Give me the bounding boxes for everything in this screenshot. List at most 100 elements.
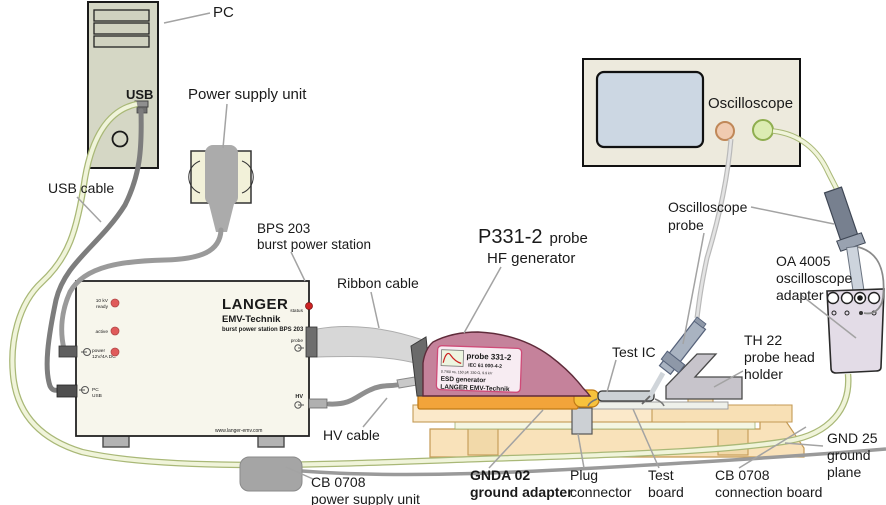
led-ready-label2: ready (96, 304, 109, 310)
oa4005-adapter (826, 288, 885, 374)
pc-tower (87, 1, 159, 169)
ic-pin (587, 398, 598, 407)
active-led (110, 326, 120, 336)
label-test-board-2: board (648, 484, 684, 500)
label-p331-model: P331-2 (478, 226, 543, 248)
ground-cable (9, 100, 852, 469)
probe-port-label: probe (291, 338, 304, 344)
test-ic-chip (597, 390, 655, 402)
oscilloscope-screen (595, 70, 705, 149)
scope-channel2-connector (752, 119, 774, 141)
bps203-unit: LANGER EMV-Technik burst power station B… (75, 280, 313, 448)
label-cb0708-psu-2: power supply unit (311, 491, 420, 505)
bps203-brand-sub: EMV-Technik (222, 314, 281, 325)
scope-channel1-connector (715, 121, 735, 141)
label-th22-3: holder (744, 366, 783, 382)
label-gnda02-1: GNDA 02 (470, 467, 530, 483)
socket-arc (188, 160, 201, 194)
plug-body (205, 145, 238, 205)
ribbon-port-connector (305, 326, 318, 358)
oscilloscope-probe-right-body (823, 186, 859, 241)
label-oa4005-1: OA 4005 (776, 253, 831, 269)
label-usb-port: USB (126, 87, 153, 102)
probe-label-line2: IEC 61 000-4-2 (468, 363, 502, 370)
label-plug-1: Plug (570, 467, 598, 483)
probe-label-line3: ESD generator (440, 376, 486, 385)
hv-port-label: HV (295, 394, 303, 400)
base-foot (467, 428, 499, 456)
status-led (305, 302, 313, 310)
label-th22-1: TH 22 (744, 332, 782, 348)
label-cb0708-board-1: CB 0708 (715, 467, 770, 483)
power-port-label2: 12V/4A DC (92, 354, 116, 360)
label-gnd25-1: GND 25 (827, 430, 878, 446)
pc-drive-bay (93, 35, 150, 48)
ribbon-cable (316, 325, 424, 366)
probe-label-specs: 0.7/60 ns, 150 pF, 330 Ω, 9.9 kV (441, 370, 493, 376)
adapter-test-point (831, 310, 837, 316)
pc-usb-port-label: PC (92, 387, 99, 393)
usb-cable-connector (56, 384, 78, 398)
power-port-label: power (92, 348, 105, 354)
adapter-connector (826, 291, 840, 305)
power-supply-unit (188, 145, 254, 232)
led-active-label: active (95, 329, 108, 335)
label-th22-2: probe head (744, 349, 815, 365)
label-gnda02-2: ground adapter (470, 484, 573, 500)
hv-cable (326, 381, 405, 407)
label-cb0708-psu-1: CB 0708 (311, 474, 366, 490)
socket-arc (241, 160, 254, 194)
probe-collar (660, 350, 686, 374)
ready-led (110, 298, 120, 308)
probe-top-cap (693, 316, 707, 329)
cables-left (44, 108, 224, 398)
probe-needle (641, 395, 651, 405)
usb-cable (44, 108, 144, 393)
label-usb-cable: USB cable (48, 180, 114, 196)
label-plug-2: connector (570, 484, 632, 500)
label-bps203-title: BPS 203 (257, 221, 310, 236)
label-oa4005-2: oscilloscope (776, 270, 852, 286)
adapter-test-point (844, 310, 850, 316)
label-power-supply-unit: Power supply unit (188, 86, 307, 103)
p331-probe: probe 331-2 IEC 61 000-4-2 0.7/60 ns, 15… (410, 331, 592, 397)
pulse-curve (442, 352, 462, 364)
label-cb0708-board-2: connection board (715, 484, 822, 500)
power-led (110, 347, 120, 357)
adapter-connector (840, 291, 854, 305)
bps203-brand: LANGER (222, 296, 288, 313)
probe-label-line1: probe 331-2 (466, 352, 512, 363)
plug-connector (571, 407, 593, 435)
label-p331-line2: HF generator (487, 250, 575, 267)
label-p331-type: probe (550, 230, 588, 247)
label-ribbon-cable: Ribbon cable (337, 275, 419, 291)
pc-drive-bay (93, 9, 150, 22)
probe-label-plate: probe 331-2 IEC 61 000-4-2 0.7/60 ns, 15… (435, 345, 523, 393)
label-osc-probe-1: Oscilloscope (668, 199, 748, 215)
th22-probe-head-holder (665, 353, 743, 400)
pc-drive-bay (93, 22, 150, 35)
probe-label-line4: LANGER EMV-Technik (440, 384, 510, 393)
led-ready-label: 10 kV (96, 298, 109, 304)
ic-pin (654, 398, 665, 407)
probe-right-collar (836, 232, 866, 252)
label-oa4005-3: adapter (776, 287, 824, 303)
label-test-board-1: Test (648, 467, 674, 483)
ground-cable-core (10, 102, 851, 467)
bps203-website: www.langer-emv.com (215, 428, 262, 434)
adapter-ground-wire (857, 246, 885, 315)
pc-power-button-icon (111, 130, 129, 148)
hv-port-stub (308, 398, 328, 409)
oscilloscope-unit (582, 58, 801, 167)
cb0708-psu-box (239, 456, 303, 492)
scope-probe-cable-core (695, 138, 733, 319)
power-cable (59, 227, 224, 355)
adapter-connector-pin (857, 295, 863, 301)
label-p331: P331-2 probe (478, 226, 588, 248)
power-cable-connector (58, 345, 78, 358)
plug-neck (208, 200, 235, 232)
adapter-connector (867, 291, 881, 305)
probe-tip-shaft (647, 371, 666, 398)
label-hv-cable: HV cable (323, 427, 380, 443)
